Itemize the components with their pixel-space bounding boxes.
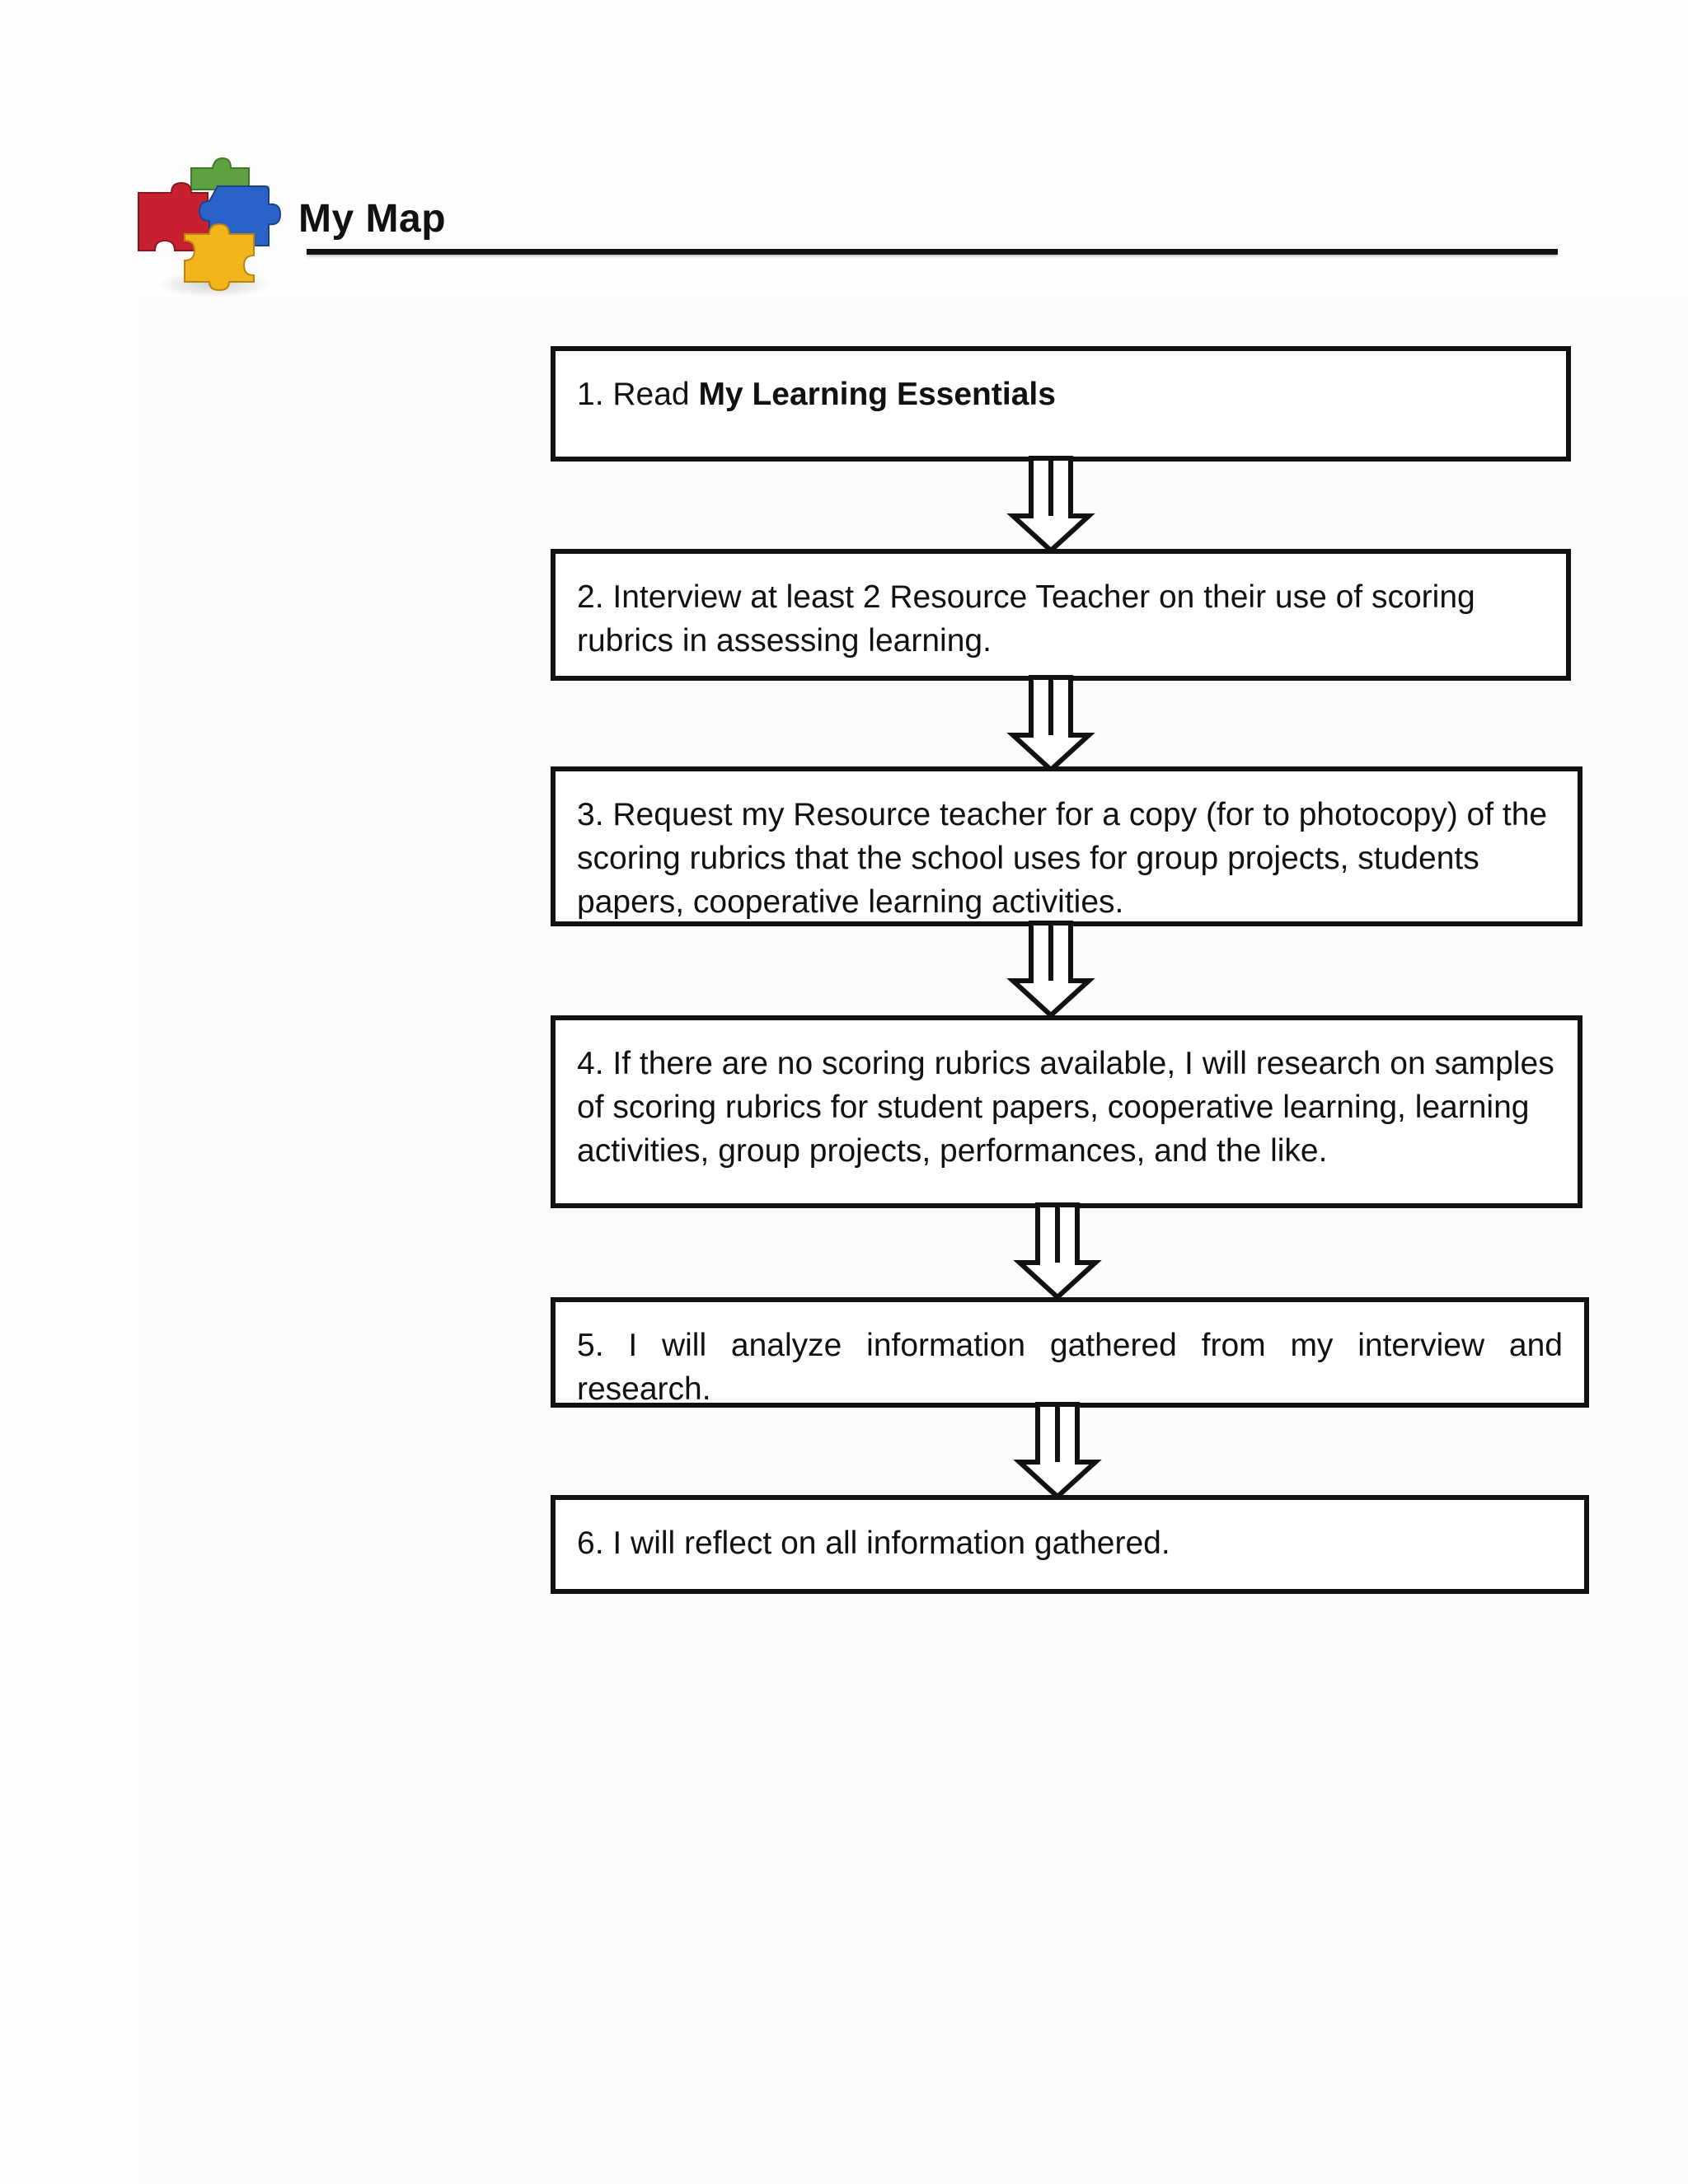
page-title: My Map (298, 197, 447, 241)
down-arrow-icon (1013, 1402, 1102, 1501)
step-2-text: 2. Interview at least 2 Resource Teacher… (577, 579, 1475, 658)
step-5-text: 5. I will analyze information gathered f… (577, 1328, 1563, 1407)
step-box-6: 6. I will reflect on all information gat… (551, 1495, 1589, 1594)
down-arrow-icon (1006, 921, 1095, 1019)
step-box-4: 4. If there are no scoring rubrics avail… (551, 1015, 1582, 1208)
step-6-text: 6. I will reflect on all information gat… (577, 1526, 1170, 1561)
step-3-text: 3. Request my Resource teacher for a cop… (577, 797, 1548, 920)
down-arrow-icon (1013, 1202, 1102, 1301)
down-arrow-icon (1006, 456, 1095, 555)
step-box-1: 1. Read My Learning Essentials (551, 346, 1571, 462)
step-box-2: 2. Interview at least 2 Resource Teacher… (551, 549, 1571, 681)
title-underline (307, 249, 1558, 255)
step-1-bold-text: My Learning Essentials (698, 377, 1056, 412)
step-box-3: 3. Request my Resource teacher for a cop… (551, 766, 1582, 926)
step-box-5: 5. I will analyze information gathered f… (551, 1297, 1589, 1408)
step-1-text: 1. Read (577, 377, 699, 412)
down-arrow-icon (1006, 675, 1095, 774)
puzzle-pieces-icon (138, 157, 282, 298)
step-4-text: 4. If there are no scoring rubrics avail… (577, 1046, 1554, 1169)
